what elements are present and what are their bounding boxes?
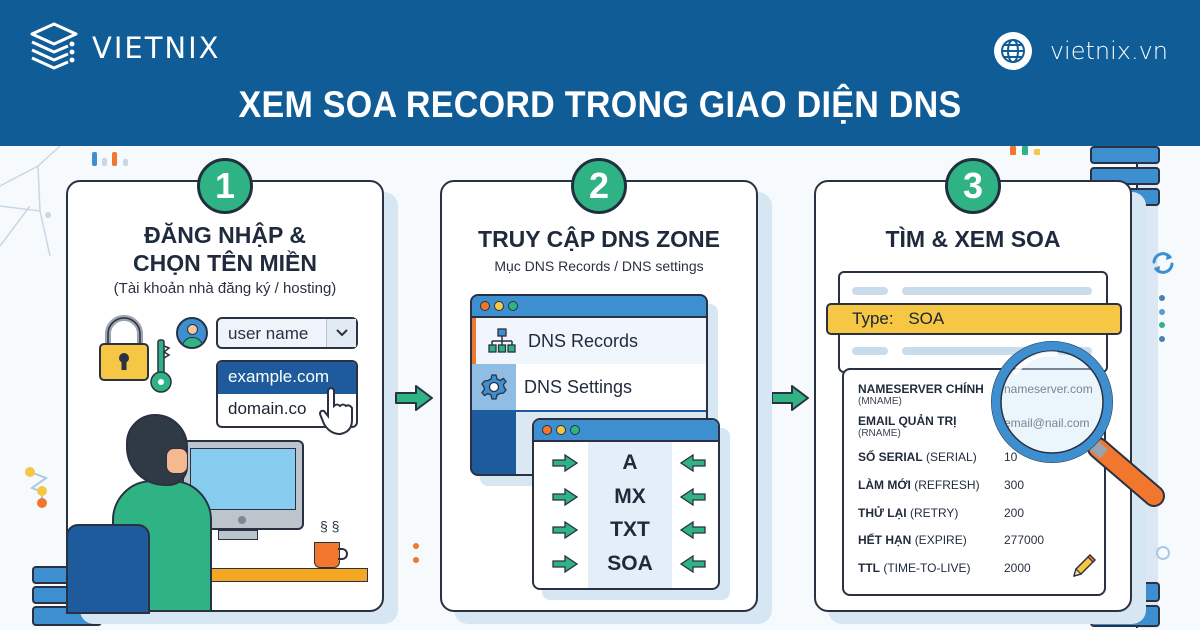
arrow-right-icon — [395, 385, 433, 411]
person-head — [126, 414, 188, 486]
step-number-badge: 1 — [197, 158, 253, 214]
website-url: vietnix.vn — [1049, 37, 1168, 65]
soa-value-retry: 200 — [1004, 506, 1025, 520]
maximize-dot — [570, 425, 580, 435]
gear-icon — [472, 364, 516, 410]
arrow-right-icon — [552, 555, 578, 573]
brand-name: VIETNIX — [92, 31, 221, 65]
soa-field-rname: EMAIL QUẢN TRỊ (RNAME) — [858, 414, 957, 439]
page-title: XEM SOA RECORD TRONG GIAO DIỆN DNS — [238, 84, 962, 125]
close-dot — [542, 425, 552, 435]
record-types-window: A MX TXT SOA — [532, 418, 720, 590]
arrow-right-icon — [552, 488, 578, 506]
record-type-txt[interactable]: TXT — [534, 513, 718, 547]
monitor-stand — [218, 530, 258, 540]
step-number-badge: 3 — [945, 158, 1001, 214]
soa-value-refresh: 300 — [1004, 478, 1025, 492]
steam-icon: § § — [320, 518, 340, 534]
user-avatar-icon — [176, 317, 208, 349]
window-titlebar — [534, 420, 718, 442]
arrow-right-icon — [552, 521, 578, 539]
bar-chart-decoration-right — [1010, 146, 1050, 156]
step-1-subtitle: (Tài khoản nhà đăng ký / hosting) — [113, 280, 337, 297]
soa-value-mname: nameserver.com — [1004, 382, 1093, 396]
step-2-panel: 2 TRUY CẬP DNS ZONE Mục DNS Records / DN… — [440, 158, 758, 612]
key-icon — [150, 339, 172, 393]
soa-value-ttl: 2000 — [1004, 561, 1031, 575]
menu-item-dns-records[interactable]: DNS Records — [472, 318, 706, 364]
domain-option[interactable]: domain.co — [228, 399, 307, 418]
step-1-title-line1: ĐĂNG NHẬP & — [144, 222, 306, 248]
vietnix-logo[interactable]: VIETNIX — [28, 22, 221, 74]
molecule-decoration — [25, 467, 49, 508]
pencil-icon[interactable] — [1070, 552, 1098, 580]
header-banner: VIETNIX vietnix.vn XEM SOA RECORD TRONG … — [0, 0, 1200, 146]
chevron-down-icon — [326, 319, 356, 347]
chair-illustration — [66, 524, 150, 614]
menu-label: DNS Settings — [524, 376, 633, 397]
menu-item-dns-settings[interactable]: DNS Settings — [472, 364, 706, 410]
minimize-dot — [494, 301, 504, 311]
step-2-subtitle: Mục DNS Records / DNS settings — [494, 258, 704, 274]
username-dropdown[interactable]: user name — [216, 317, 358, 349]
record-type-label: A — [622, 451, 638, 474]
magnifying-glass-icon — [991, 341, 1165, 507]
coffee-cup-icon — [314, 542, 340, 568]
record-column — [588, 442, 672, 588]
ring-decoration — [1156, 546, 1170, 560]
soa-field-ttl: TTL (TIME-TO-LIVE) — [858, 561, 971, 575]
soa-value-rname: email@nail.com — [1004, 416, 1090, 430]
soa-field-expire: HẾT HẠN (EXPIRE) — [858, 533, 967, 547]
pointer-hand-icon — [318, 387, 353, 436]
soa-field-refresh: LÀM MỚI (REFRESH) — [858, 478, 980, 492]
network-lines-decoration — [0, 146, 61, 257]
type-value: SOA — [908, 309, 945, 328]
minimize-dot — [556, 425, 566, 435]
arrow-right-icon — [771, 385, 809, 411]
record-type-a[interactable]: A — [534, 446, 718, 480]
padlock-icon — [99, 315, 149, 381]
step-3-title: TÌM & XEM SOA — [885, 226, 1061, 252]
arrow-left-icon — [680, 555, 706, 573]
step-1-title-line2: CHỌN TÊN MIỀN — [133, 250, 317, 276]
menu-label: DNS Records — [528, 330, 639, 351]
step-1-panel: 1 ĐĂNG NHẬP & CHỌN TÊN MIỀN (Tài khoản n… — [66, 158, 384, 614]
username-value: user name — [228, 324, 309, 343]
step-number-badge: 2 — [571, 158, 627, 214]
soa-details-card: NAMESERVER CHÍNH (MNAME) nameserver.com … — [842, 368, 1106, 596]
bar-chart-decoration — [92, 152, 132, 166]
soa-field-mname: NAMESERVER CHÍNH (MNAME) — [858, 382, 984, 407]
arrow-left-icon — [680, 454, 706, 472]
globe-icon — [993, 32, 1032, 70]
soa-field-retry: THỬ LẠI (RETRY) — [858, 506, 959, 520]
soa-value-expire: 277000 — [1004, 533, 1045, 547]
server-stack-logo-icon — [30, 22, 78, 70]
step-2-title: TRUY CẬP DNS ZONE — [478, 226, 720, 252]
maximize-dot — [508, 301, 518, 311]
record-type-soa[interactable]: SOA — [534, 547, 718, 581]
sitemap-icon — [488, 328, 516, 353]
refresh-icon — [1152, 252, 1174, 274]
person-ear — [166, 448, 188, 474]
record-type-mx[interactable]: MX — [534, 480, 718, 514]
record-type-label: TXT — [610, 518, 650, 541]
arrow-right-icon — [552, 454, 578, 472]
close-dot — [480, 301, 490, 311]
record-type-label: SOA — [607, 552, 653, 575]
type-soa-highlight[interactable]: Type: SOA — [826, 303, 1122, 335]
type-label: Type: — [852, 309, 894, 328]
arrow-left-icon — [680, 521, 706, 539]
cup-handle — [338, 548, 348, 560]
window-titlebar — [472, 296, 706, 318]
website-link[interactable]: vietnix.vn — [993, 32, 1168, 70]
soa-field-serial: SỐ SERIAL (SERIAL) — [858, 450, 977, 464]
arrow-left-icon — [680, 488, 706, 506]
soa-value-serial: 10 — [1004, 450, 1018, 464]
record-type-label: MX — [614, 485, 646, 508]
